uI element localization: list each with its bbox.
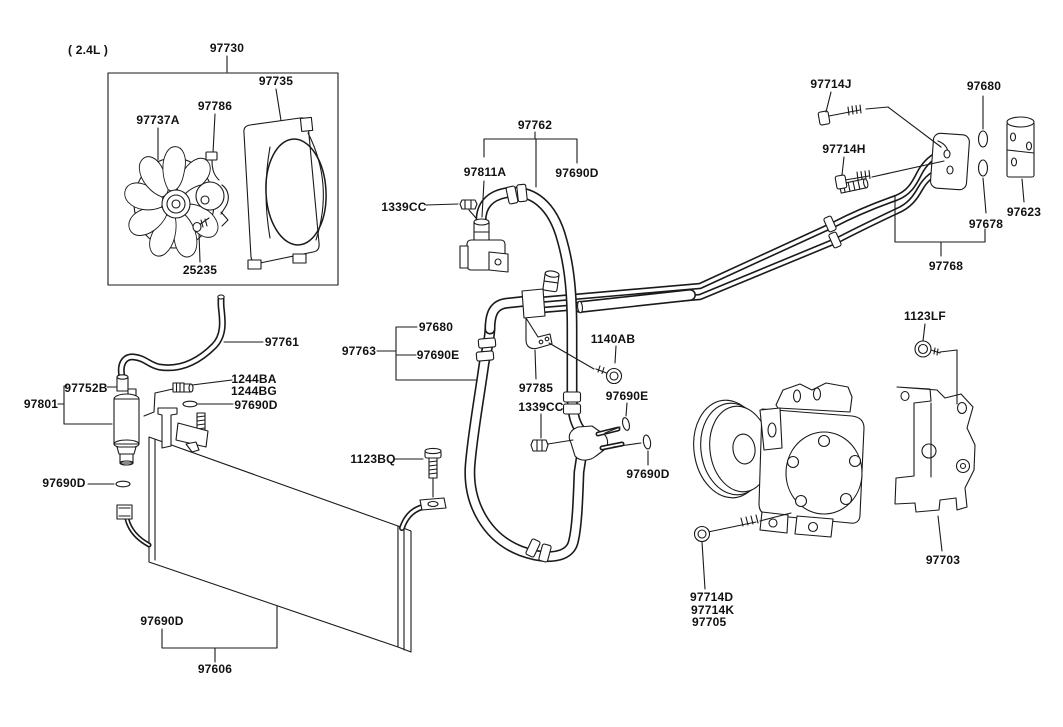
liquid-hose-97761: [119, 297, 225, 379]
bolt-97714d-drawing: [693, 512, 792, 590]
bolt-97714h-drawing: [834, 156, 945, 190]
o-ring-97690d: [115, 480, 131, 488]
nut-1339cc-upper: [425, 199, 478, 219]
receiver-drier-drawing: [113, 374, 140, 466]
o-ring-97678: [977, 159, 989, 177]
bracket-97703: [894, 386, 976, 513]
o-ring-97690d: [182, 400, 198, 408]
fan-assembly-group: [107, 55, 339, 286]
pipe-sleeve: [575, 290, 695, 312]
charge-valve-1244-drawing: [143, 379, 233, 417]
fan-blade-drawing: [120, 142, 228, 262]
mount-bracket-group: [894, 323, 976, 552]
pipe-lower: [526, 165, 950, 315]
bolt-97714j-drawing: [817, 91, 942, 148]
suction-hose: [466, 322, 585, 561]
pipe-upper: [523, 148, 947, 305]
bolt-25235-drawing: [192, 217, 210, 233]
hose-tip: [217, 294, 225, 300]
fan-assembly-box: [107, 72, 339, 286]
o-ring-97690d: [642, 434, 652, 450]
pipe-lower: [528, 167, 948, 313]
condenser-inlet-fitting: [116, 504, 152, 548]
bolt-1123bq-drawing: [393, 447, 442, 479]
condenser-bracket-drawing: [157, 407, 209, 453]
receiver-drier-group: [57, 294, 264, 488]
rear-pipes-group: [523, 91, 1035, 315]
pipe-upper: [525, 150, 945, 303]
condenser-core: [148, 436, 399, 648]
bolt-1123lf-drawing: [914, 323, 958, 405]
pipe-connector-block: [930, 132, 970, 191]
service-cap: [542, 270, 560, 293]
fan-motor-drawing: [195, 151, 229, 227]
o-ring-97690e: [621, 417, 631, 431]
bolt-1140ab-drawing: [548, 342, 623, 385]
o-ring-97680: [977, 130, 989, 148]
fan-shroud-drawing: [243, 116, 327, 270]
liquid-hose-97761: [117, 295, 226, 381]
valve-97811a-drawing: [459, 180, 509, 273]
bracket-97785-drawing: [525, 317, 553, 380]
expansion-valve-97623: [1006, 116, 1035, 203]
hose-end-fitting: [530, 402, 652, 466]
condenser-group: [116, 407, 447, 663]
pipe-clamp: [521, 288, 546, 319]
compressor-group: [693, 382, 865, 590]
center-hose-group: [376, 131, 652, 563]
